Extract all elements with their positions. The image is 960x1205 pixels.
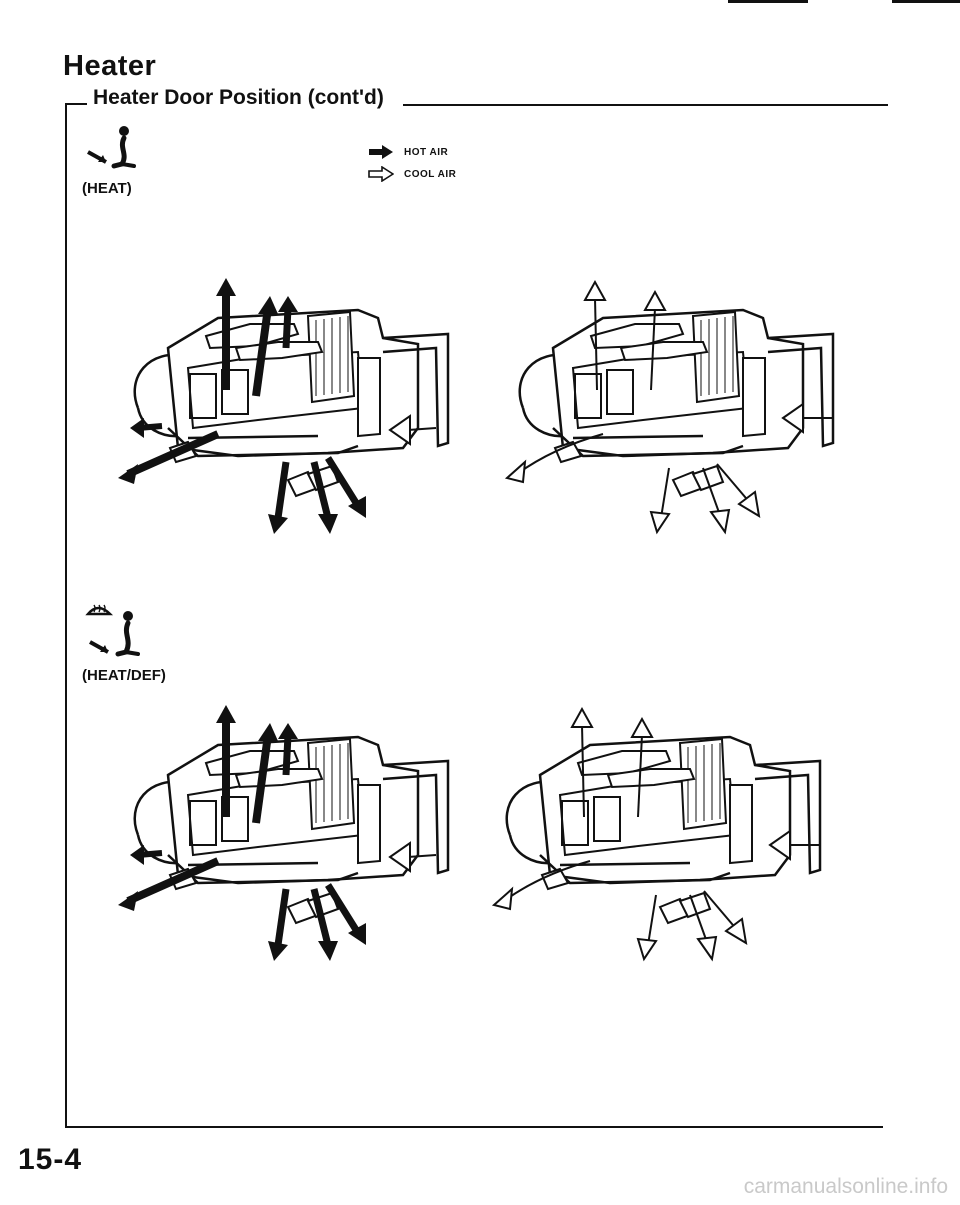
watermark: carmanualsonline.info bbox=[743, 1175, 948, 1198]
section-title: Heater bbox=[63, 50, 157, 82]
heat-mode-cool-air-diagram bbox=[506, 281, 835, 533]
top-rule-2 bbox=[892, 0, 960, 3]
heat-mode-icon bbox=[87, 126, 136, 169]
legend-cool-air: COOL AIR bbox=[368, 163, 456, 185]
legend-hot-air: HOT AIR bbox=[368, 141, 456, 163]
legend-hot-air-label: HOT AIR bbox=[404, 146, 449, 158]
frame-border-left bbox=[65, 103, 67, 1127]
heat-def-mode-hot-air-diagram bbox=[118, 705, 450, 970]
mode-label-heat-def: (HEAT/DEF) bbox=[82, 667, 166, 684]
page-number: 15-4 bbox=[18, 1143, 83, 1176]
cool-air-arrow-icon bbox=[368, 166, 394, 182]
heat-mode-hot-air-diagram bbox=[118, 278, 450, 543]
air-legend: HOT AIR COOL AIR bbox=[368, 141, 456, 185]
frame-border-bottom bbox=[65, 1126, 883, 1128]
legend-cool-air-label: COOL AIR bbox=[404, 168, 457, 180]
top-rule-1 bbox=[728, 0, 808, 3]
subsection-rule bbox=[403, 104, 888, 106]
heat-defrost-mode-icon bbox=[85, 604, 140, 657]
subsection-title: Heater Door Position (cont'd) bbox=[93, 86, 384, 109]
mode-label-heat: (HEAT) bbox=[82, 180, 132, 197]
hot-air-arrow-icon bbox=[369, 145, 393, 159]
heat-def-mode-cool-air-diagram bbox=[493, 708, 822, 960]
frame-border-top bbox=[65, 103, 87, 105]
